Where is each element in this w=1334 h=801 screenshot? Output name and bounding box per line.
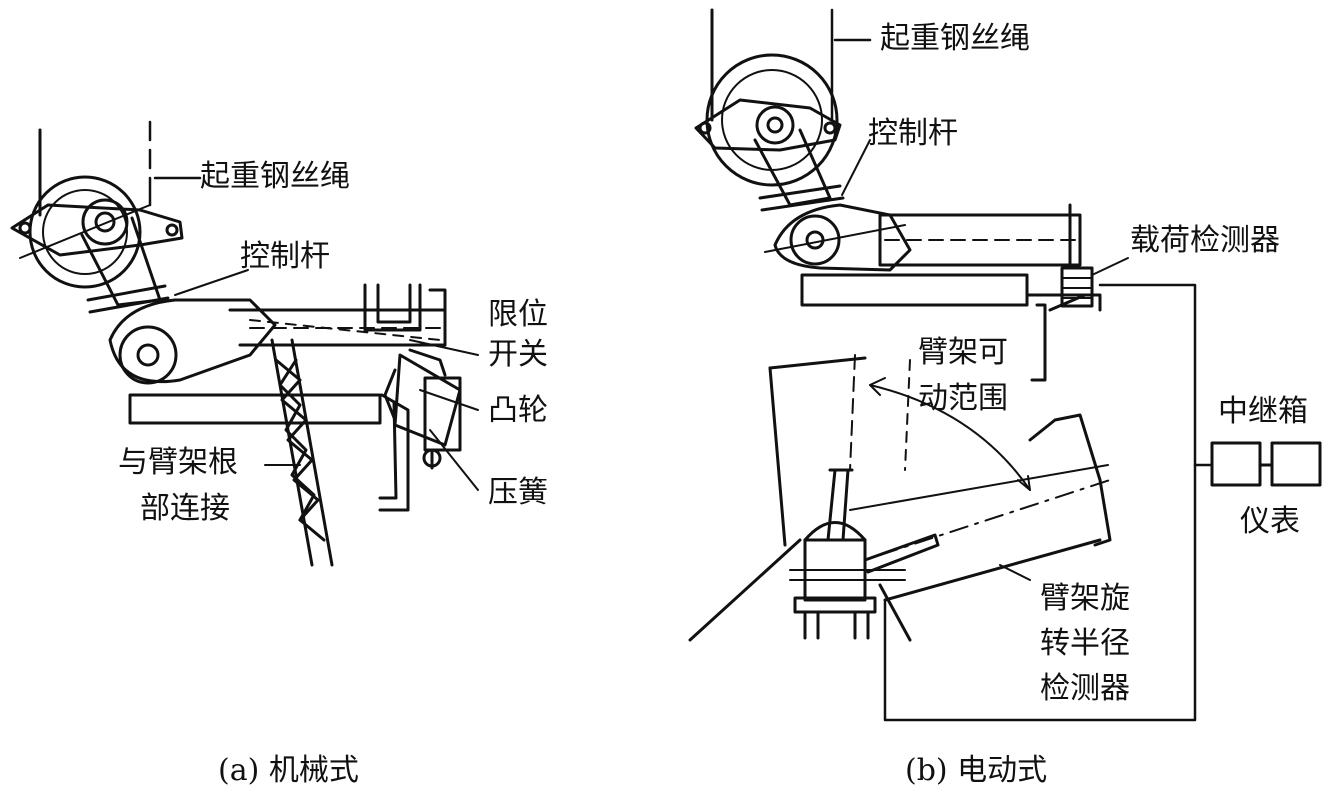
panel-b-drawing [690, 10, 1320, 720]
label-a-control-rod: 控制杆 [240, 239, 330, 274]
label-b-instrument: 仪表 [1240, 504, 1300, 539]
label-a-limit-switch-line2: 开关 [488, 337, 548, 372]
label-a-hoist-rope: 起重钢丝绳 [200, 159, 350, 194]
label-b-radius-detector-line2: 转半径 [1040, 626, 1130, 661]
label-a-boom-root-line1: 与臂架根 [118, 445, 238, 480]
label-b-load-detector: 载荷检测器 [1130, 223, 1280, 258]
label-b-boom-range-line1: 臂架可 [918, 335, 1008, 370]
label-b-hoist-rope: 起重钢丝绳 [880, 21, 1030, 56]
label-b-radius-detector-line1: 臂架旋 [1040, 581, 1130, 616]
label-b-relay-box: 中继箱 [1218, 394, 1308, 429]
label-b-control-rod: 控制杆 [868, 116, 958, 151]
caption-b: (b) 电动式 [905, 753, 1048, 788]
label-b-radius-detector-line3: 检测器 [1040, 671, 1130, 706]
label-b-boom-range-line2: 动范围 [918, 381, 1008, 416]
label-a-boom-root-line2: 部连接 [140, 491, 230, 526]
label-a-spring: 压簧 [488, 475, 548, 510]
label-a-cam: 凸轮 [488, 393, 548, 428]
panel-a-drawing [12, 122, 478, 565]
caption-a: (a) 机械式 [218, 753, 359, 788]
label-a-limit-switch-line1: 限位 [488, 297, 548, 332]
